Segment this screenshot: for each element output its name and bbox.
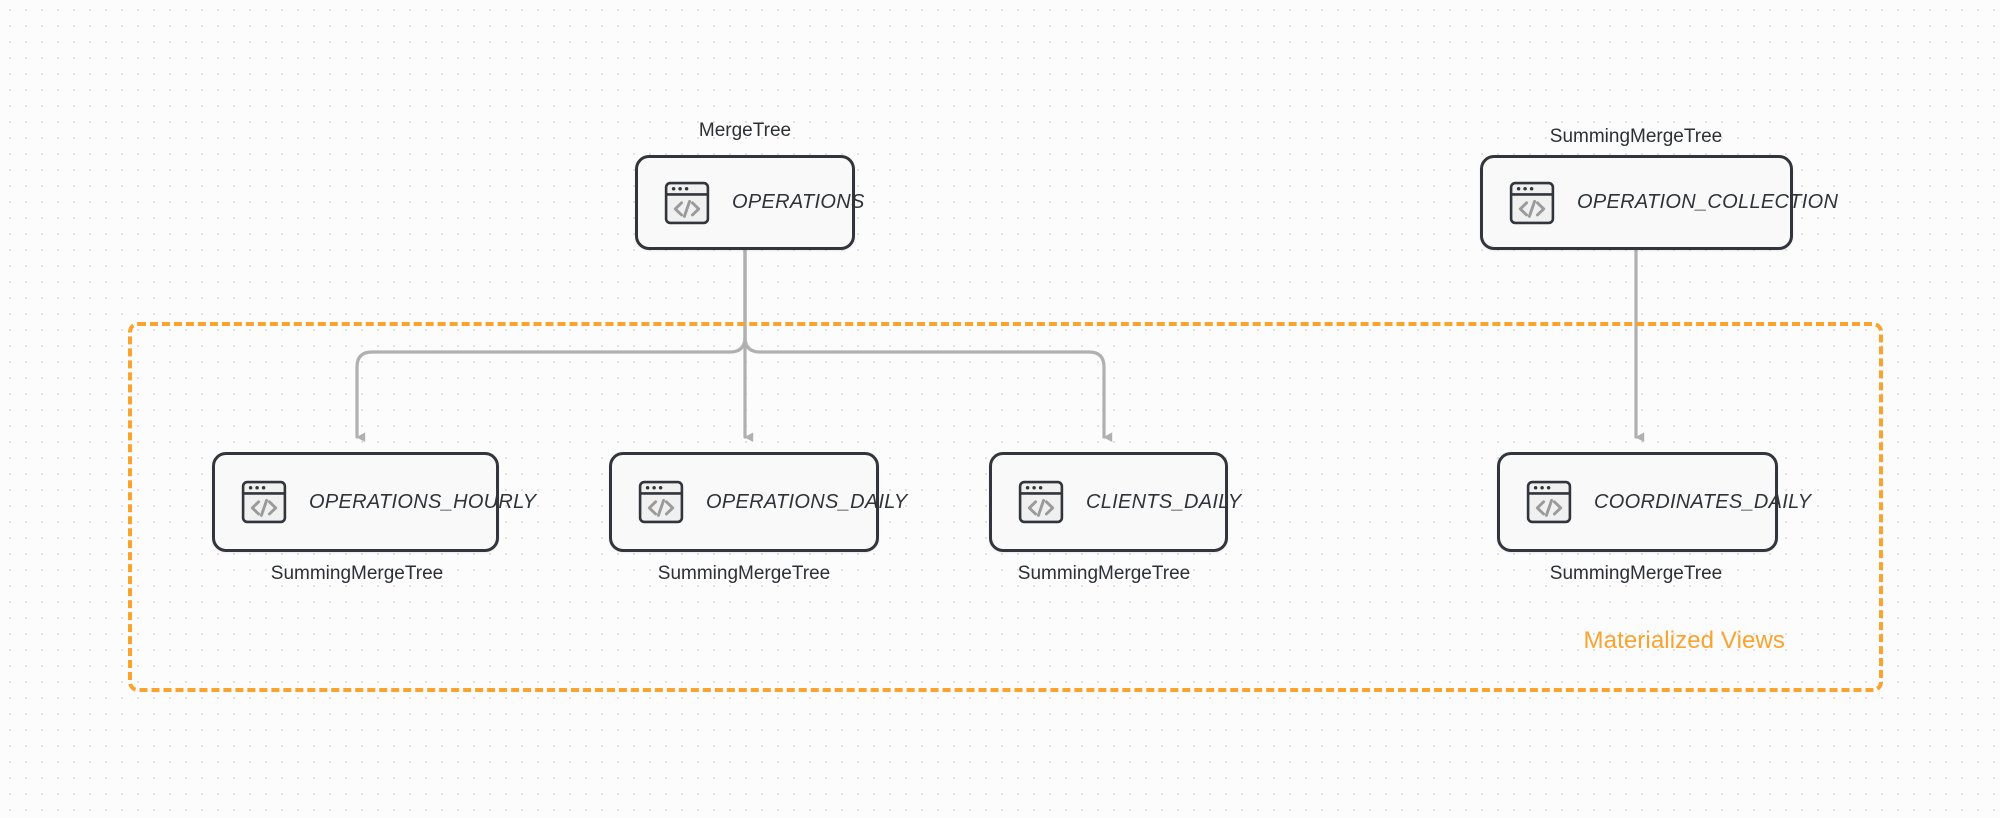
- engine-label-operation-collection: SummingMergeTree: [1549, 126, 1723, 147]
- code-window-icon: [1018, 480, 1064, 524]
- node-title-coordinates-daily: COORDINATES_DAILY: [1594, 490, 1812, 513]
- code-window-icon: [1526, 480, 1572, 524]
- node-title-operation-collection: OPERATION_COLLECTION: [1577, 191, 1839, 213]
- engine-label-coordinates-daily: SummingMergeTree: [1549, 563, 1723, 584]
- code-window-icon: [241, 480, 287, 524]
- engine-label-operations-hourly: SummingMergeTree: [270, 563, 444, 584]
- engine-label-clients-daily: SummingMergeTree: [1017, 563, 1191, 584]
- node-operations-hourly[interactable]: OPERATIONS_HOURLY: [212, 452, 536, 552]
- code-window-icon: [664, 181, 710, 224]
- node-title-operations-daily: OPERATIONS_DAILY: [706, 490, 908, 513]
- node-title-clients-daily: CLIENTS_DAILY: [1086, 490, 1242, 513]
- node-coordinates-daily[interactable]: COORDINATES_DAILY: [1497, 452, 1811, 552]
- node-title-operations: OPERATIONS: [732, 191, 865, 213]
- code-window-icon: [638, 480, 684, 524]
- engine-label-operations: MergeTree: [698, 120, 792, 141]
- node-operations-daily[interactable]: OPERATIONS_DAILY: [609, 452, 907, 552]
- materialized-views-group: [128, 322, 1883, 692]
- engine-label-operations-daily: SummingMergeTree: [657, 563, 831, 584]
- node-clients-daily[interactable]: CLIENTS_DAILY: [989, 452, 1241, 552]
- node-operation-collection[interactable]: OPERATION_COLLECTION: [1480, 155, 1838, 250]
- node-title-operations-hourly: OPERATIONS_HOURLY: [309, 490, 537, 513]
- code-window-icon: [1509, 181, 1555, 224]
- node-operations[interactable]: OPERATIONS: [635, 155, 864, 250]
- materialized-views-label: Materialized Views: [1583, 627, 1785, 654]
